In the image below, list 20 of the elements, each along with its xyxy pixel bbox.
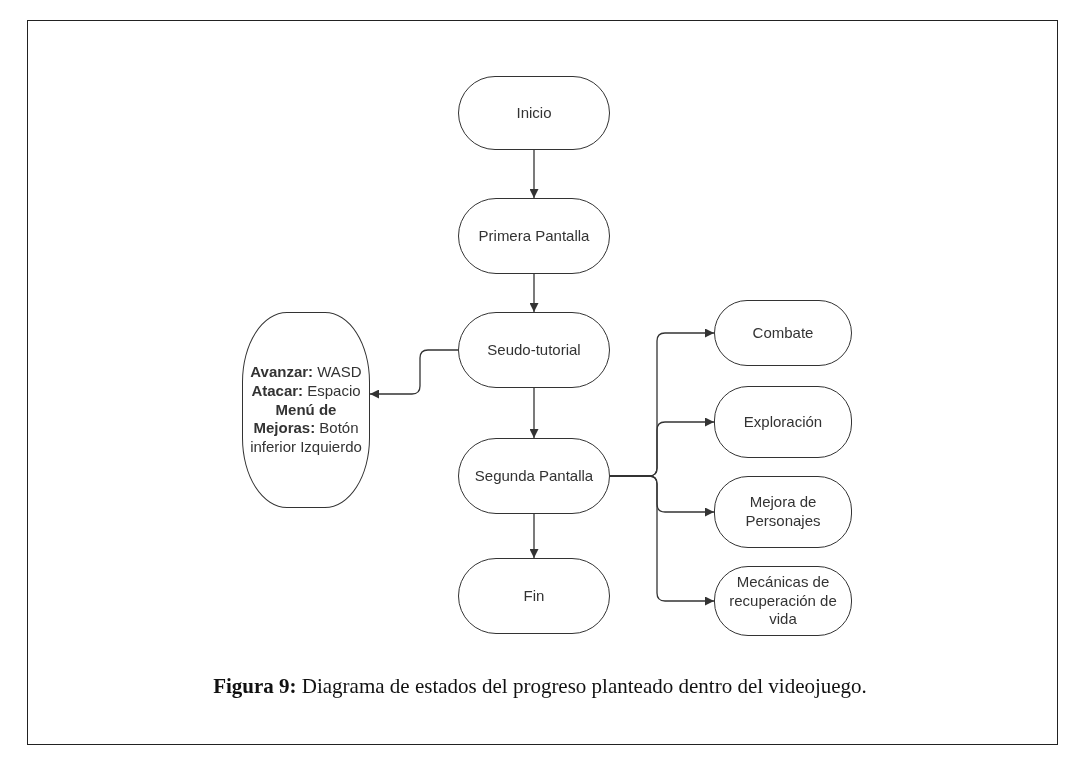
controls-text: Avanzar: WASD xyxy=(250,363,362,382)
arrow xyxy=(609,475,715,606)
arrow xyxy=(529,387,539,439)
arrow xyxy=(529,149,539,199)
state-box: Mecánicas de recuperación de vida xyxy=(714,566,852,636)
state-box: Combate xyxy=(714,300,852,366)
state-box: Inicio xyxy=(458,76,610,150)
state-box: Fin xyxy=(458,558,610,634)
arrow xyxy=(369,349,459,399)
arrow xyxy=(529,273,539,313)
arrow xyxy=(529,513,539,559)
state-box xyxy=(242,312,370,508)
figure-caption: Figura 9: Diagrama de estados del progreso planteado dentro del videojuego. xyxy=(212,674,868,699)
state-box: Seudo-tutorial xyxy=(458,312,610,388)
state-box: Segunda Pantalla xyxy=(458,438,610,514)
controls-text: Menú de Mejoras: Botón inferior Izquierdo xyxy=(249,400,363,457)
state-box: Primera Pantalla xyxy=(458,198,610,274)
state-box: Mejora de Personajes xyxy=(714,476,852,548)
state-box: Exploración xyxy=(714,386,852,458)
controls-text: Atacar: Espacio xyxy=(251,381,361,401)
